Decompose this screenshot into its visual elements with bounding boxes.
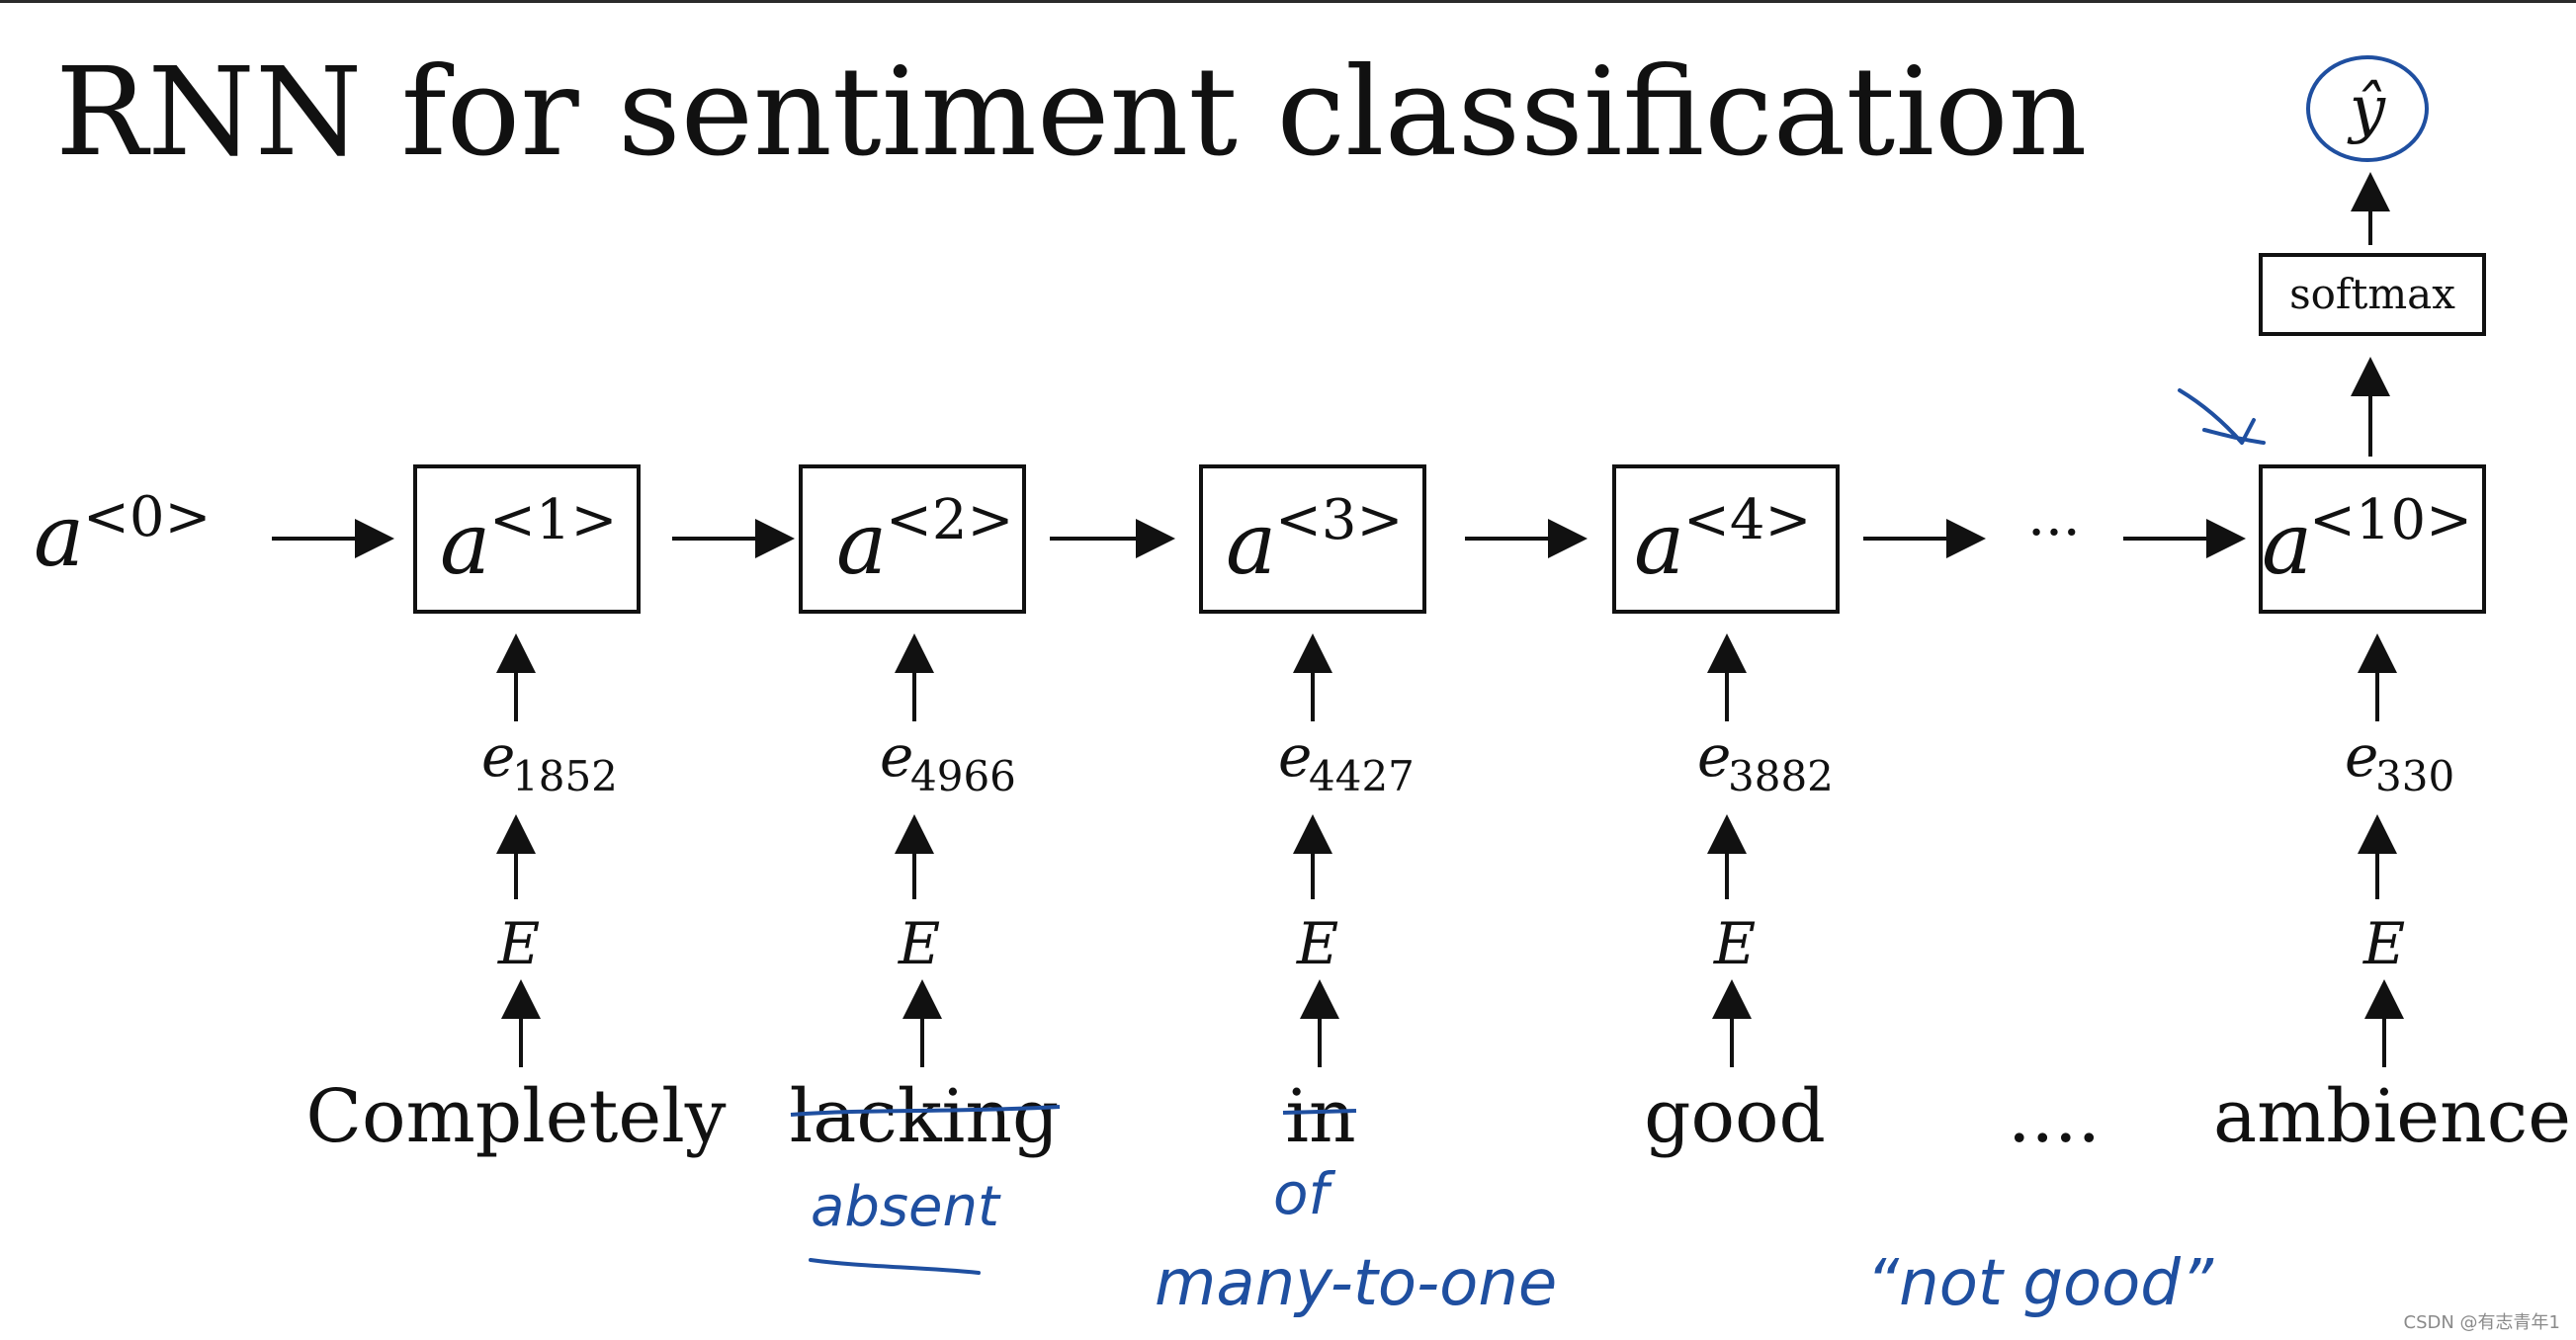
embedding-base-3: e <box>1278 722 1312 790</box>
matrix-E-3: E <box>1296 910 1338 977</box>
timestep-3: a <3> e 4427 E in <box>1199 464 1426 1159</box>
top-border <box>0 0 2576 3</box>
activation-box-2 <box>799 464 1026 614</box>
ellipsis-top: ··· <box>2027 501 2080 565</box>
softmax-box <box>2259 253 2486 336</box>
embedding-index-1: 1852 <box>512 752 618 800</box>
activation-base-1: a <box>440 495 490 594</box>
annotation-not-good: “not good” <box>1866 1247 2214 1320</box>
matrix-E-1: E <box>497 910 540 977</box>
activation-superscript-10: <10> <box>2309 488 2472 552</box>
activation-base-10: a <box>2262 495 2312 594</box>
matrix-E-10: E <box>2362 910 2405 977</box>
activation-superscript-1: <1> <box>489 488 617 552</box>
embedding-base-10: e <box>2345 722 2378 790</box>
activation-superscript-3: <3> <box>1275 488 1403 552</box>
strikethrough-word-3 <box>1282 1109 1357 1115</box>
activation-base-3: a <box>1226 495 1276 594</box>
embedding-index-3: 4427 <box>1309 752 1415 800</box>
embedding-base-1: e <box>481 722 515 790</box>
activation-superscript-4: <4> <box>1683 488 1811 552</box>
activation-box-3 <box>1199 464 1426 614</box>
embedding-index-2: 4966 <box>910 752 1016 800</box>
output-y-hat: ŷ <box>2347 73 2386 146</box>
embedding-base-2: e <box>880 722 913 790</box>
annotation-absent: absent <box>811 1175 1001 1239</box>
activation-box-4 <box>1612 464 1840 614</box>
strikethrough-word-2 <box>790 1105 1061 1117</box>
embedding-index-4: 3882 <box>1728 752 1834 800</box>
word-4: good <box>1644 1074 1826 1159</box>
pen-arrow-icon <box>2178 388 2266 445</box>
matrix-E-4: E <box>1713 910 1756 977</box>
word-3: in <box>1285 1074 1355 1159</box>
watermark: CSDN @有志青年1 <box>2403 1312 2561 1333</box>
timestep-1: a <1> e 1852 E Completely <box>305 464 727 1159</box>
ellipsis-words: .... <box>2008 1074 2101 1159</box>
annotation-many-to-one: many-to-one <box>1155 1247 1557 1320</box>
initial-activation: a <0> <box>34 485 211 586</box>
activation-base-2: a <box>836 495 887 594</box>
word-2: lacking <box>790 1074 1060 1159</box>
slide-title: RNN for sentiment classification <box>55 42 2088 184</box>
initial-activation-superscript: <0> <box>83 485 211 549</box>
output-circle <box>2306 55 2429 162</box>
word-10: ambience <box>2213 1074 2571 1159</box>
matrix-E-2: E <box>898 910 940 977</box>
word-1: Completely <box>305 1074 726 1159</box>
timestep-10: a <10> e 330 E ambience <box>2213 464 2571 1159</box>
underline-absent <box>809 1258 981 1275</box>
embedding-index-10: 330 <box>2375 752 2454 800</box>
activation-box-1 <box>413 464 641 614</box>
timestep-2: a <2> e 4966 E lacking <box>790 464 1061 1159</box>
initial-activation-base: a <box>34 487 84 586</box>
activation-superscript-2: <2> <box>886 488 1013 552</box>
activation-box-10 <box>2259 464 2486 614</box>
activation-base-4: a <box>1634 495 1684 594</box>
softmax-label: softmax <box>2289 270 2455 318</box>
annotation-of: of <box>1273 1160 1335 1227</box>
timestep-4: a <4> e 3882 E good <box>1612 464 1840 1159</box>
embedding-base-4: e <box>1697 722 1731 790</box>
